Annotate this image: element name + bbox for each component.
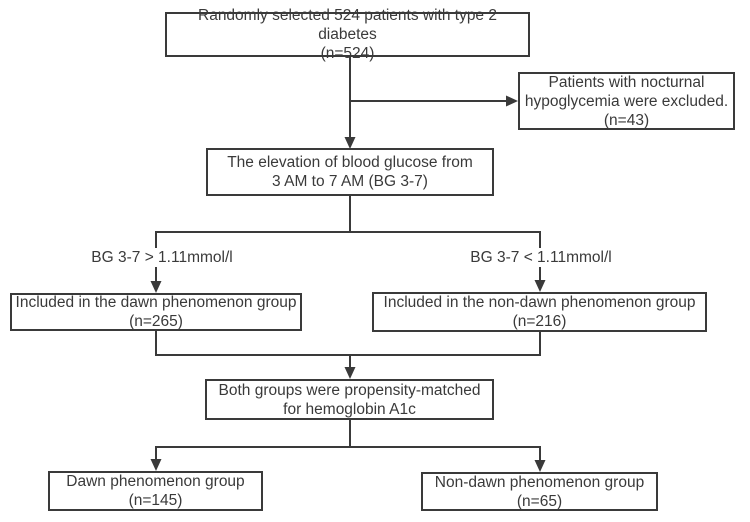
box-dawn-phenomenon-group: Dawn phenomenon group (n=145) [48, 471, 263, 511]
box-non-dawn-phenomenon-group: Non-dawn phenomenon group (n=65) [421, 472, 658, 511]
box-text-line: for hemoglobin A1c [283, 400, 416, 418]
box-text-line: (n=216) [512, 313, 567, 330]
box-text-line: Included in the non-dawn phenomenon grou… [383, 294, 696, 311]
arrowhead-down [534, 280, 546, 292]
box-text-line: hypoglycemia were excluded. [524, 92, 729, 110]
box-text-line: The elevation of blood glucose from [227, 154, 473, 171]
box-text-line: Included in the dawn phenomenon group [15, 294, 297, 311]
arrowhead-down [534, 460, 546, 472]
box-text-line: (n=43) [603, 111, 650, 129]
box-randomly-selected-patients: Randomly selected 524 patients with type… [165, 7, 530, 62]
box-text-line: Randomly selected 524 patients with type… [198, 7, 497, 43]
box-non-dawn-phenomenon-included: Included in the non-dawn phenomenon grou… [372, 292, 707, 332]
connector-elevation-split-rail [156, 196, 540, 233]
box-text-line: Both groups were propensity-matched [218, 381, 481, 399]
box-text-line: Patients with nocturnal [548, 73, 705, 91]
arrowhead-down [150, 281, 162, 293]
arrowhead-down [344, 137, 356, 149]
box-text-line: Non-dawn phenomenon group [434, 473, 645, 491]
box-text-line: (n=145) [128, 492, 183, 509]
label-bg37-less: BG 3-7 < 1.11mmol/l [466, 248, 616, 267]
box-text-line: Dawn phenomenon group [66, 473, 245, 490]
connector-merge-rail [155, 331, 541, 367]
arrowhead-right [506, 95, 518, 107]
box-blood-glucose-elevation: The elevation of blood glucose from 3 AM… [206, 148, 494, 196]
label-bg37-greater: BG 3-7 > 1.11mmol/l [87, 248, 237, 267]
box-dawn-phenomenon-included: Included in the dawn phenomenon group (n… [10, 293, 302, 331]
arrowhead-down [150, 459, 162, 471]
box-propensity-matched: Both groups were propensity-matched for … [205, 379, 494, 420]
box-text-line: (n=265) [129, 313, 183, 330]
box-text-line: (n=65) [516, 492, 563, 510]
connector-bottom-split-rail [155, 420, 541, 460]
box-nocturnal-hypoglycemia-excluded: Patients with nocturnal hypoglycemia wer… [518, 72, 735, 130]
arrowhead-down [344, 367, 356, 379]
box-text-line: 3 AM to 7 AM (BG 3-7) [272, 173, 428, 190]
box-text-line: (n=524) [320, 45, 375, 62]
